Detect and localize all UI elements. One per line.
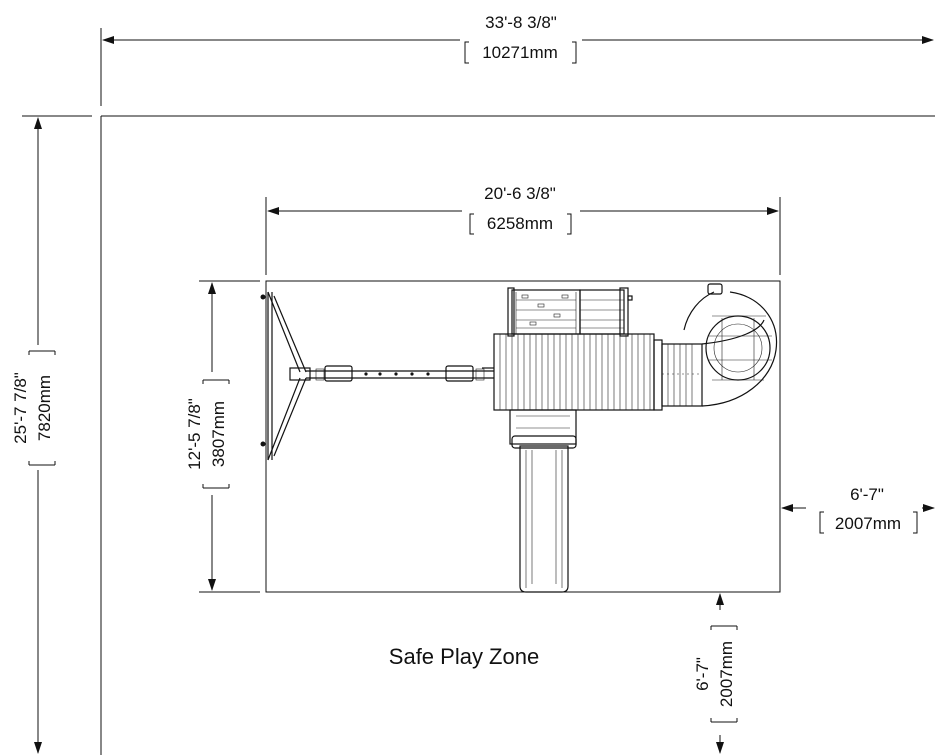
overall-depth-dimension: 25'-7 7/8" 7820mm <box>11 115 92 754</box>
side-clearance-metric: 2007mm <box>835 514 901 533</box>
front-clearance-imperial: 6'-7" <box>693 657 712 691</box>
safe-play-zone-label: Safe Play Zone <box>389 644 539 669</box>
swing-beam <box>306 365 494 382</box>
safe-zone-boundary <box>100 115 935 755</box>
tube-slide <box>661 283 778 407</box>
overall-depth-metric: 7820mm <box>35 375 54 441</box>
structure-width-imperial: 20'-6 3/8" <box>484 184 556 203</box>
straight-slide <box>511 435 577 593</box>
front-clearance-dimension: 6'-7" 2007mm <box>693 593 738 754</box>
playset-illustration <box>260 283 778 593</box>
front-clearance-metric: 2007mm <box>717 641 736 707</box>
overall-width-metric: 10271mm <box>482 43 558 62</box>
structure-width-dimension: 20'-6 3/8" 6258mm <box>265 184 781 275</box>
side-clearance-dimension: 6'-7" 2007mm <box>781 485 935 534</box>
structure-depth-dimension: 12'-5 7/8" 3807mm <box>185 280 260 593</box>
overall-width-dimension: 33'-8 3/8" 10271mm <box>100 13 934 106</box>
overall-width-imperial: 33'-8 3/8" <box>485 13 557 32</box>
climbing-wall <box>507 287 633 337</box>
structure-depth-imperial: 12'-5 7/8" <box>185 398 204 470</box>
structure-depth-metric: 3807mm <box>209 401 228 467</box>
swing-a-frame <box>260 291 311 461</box>
side-clearance-imperial: 6'-7" <box>850 485 884 504</box>
main-deck <box>493 333 663 445</box>
structure-width-metric: 6258mm <box>487 214 553 233</box>
overall-depth-imperial: 25'-7 7/8" <box>11 372 30 444</box>
